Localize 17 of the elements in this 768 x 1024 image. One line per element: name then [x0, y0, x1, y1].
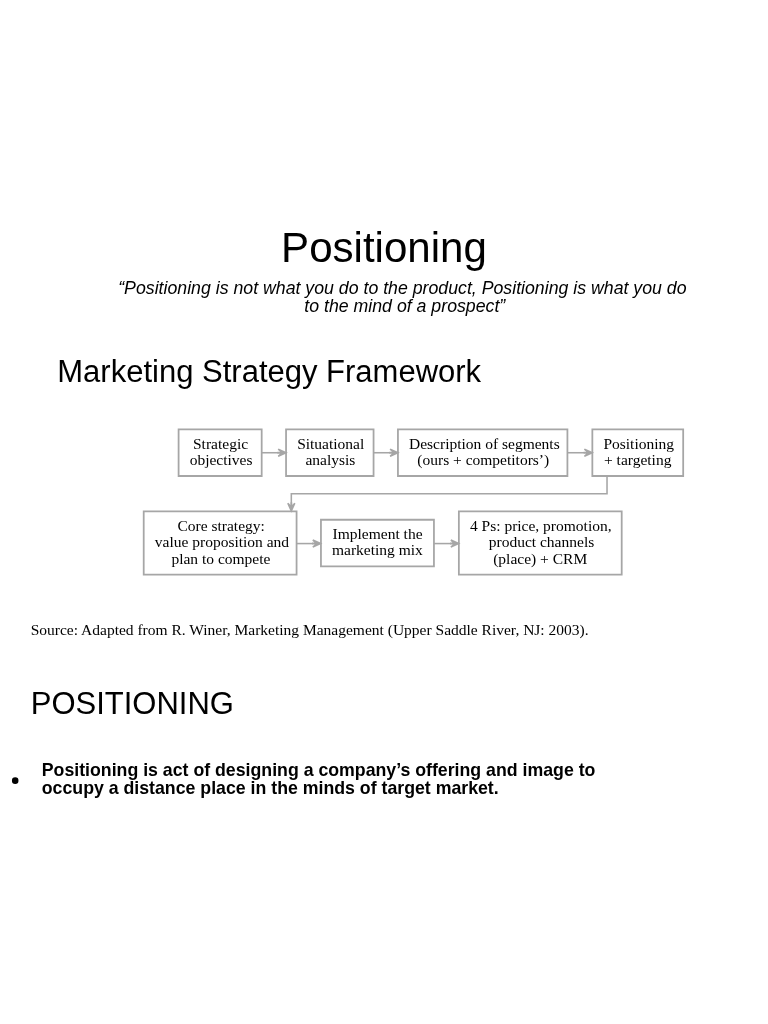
label: Source: Adapted from R. Winer, Marketing Management (Upper Saddle River, NJ: 2003).: [30, 620, 589, 638]
arrow: [287, 475, 608, 512]
node-box: Situational analysis: [285, 428, 375, 477]
node-box: Implement the marketing mix: [320, 518, 435, 568]
label: POSITIONING: [30, 685, 234, 721]
diagram-title: Positioning: [281, 223, 487, 271]
label: “Positioning is not what you do to the product, Positioning is what you do to the mind of a prospect”: [118, 278, 687, 316]
node-box: Core strategy: value proposition and plan to compete: [142, 510, 298, 576]
arrow: [566, 448, 593, 457]
node-box: Positioning + targeting: [591, 428, 685, 477]
arrow: [261, 448, 287, 457]
arrow: [372, 448, 399, 457]
node-box: 4 Ps: price, promotion, product channels (place) + CRM: [457, 510, 623, 576]
label: Marketing Strategy Framework: [57, 354, 482, 390]
label: Positioning is act of designing a company’s offering and image to occupy a distance place in the minds of target market.: [41, 759, 596, 798]
node-box: Description of segments (ours + competitors’): [397, 428, 569, 477]
node-box: Strategic objectives: [177, 428, 263, 477]
